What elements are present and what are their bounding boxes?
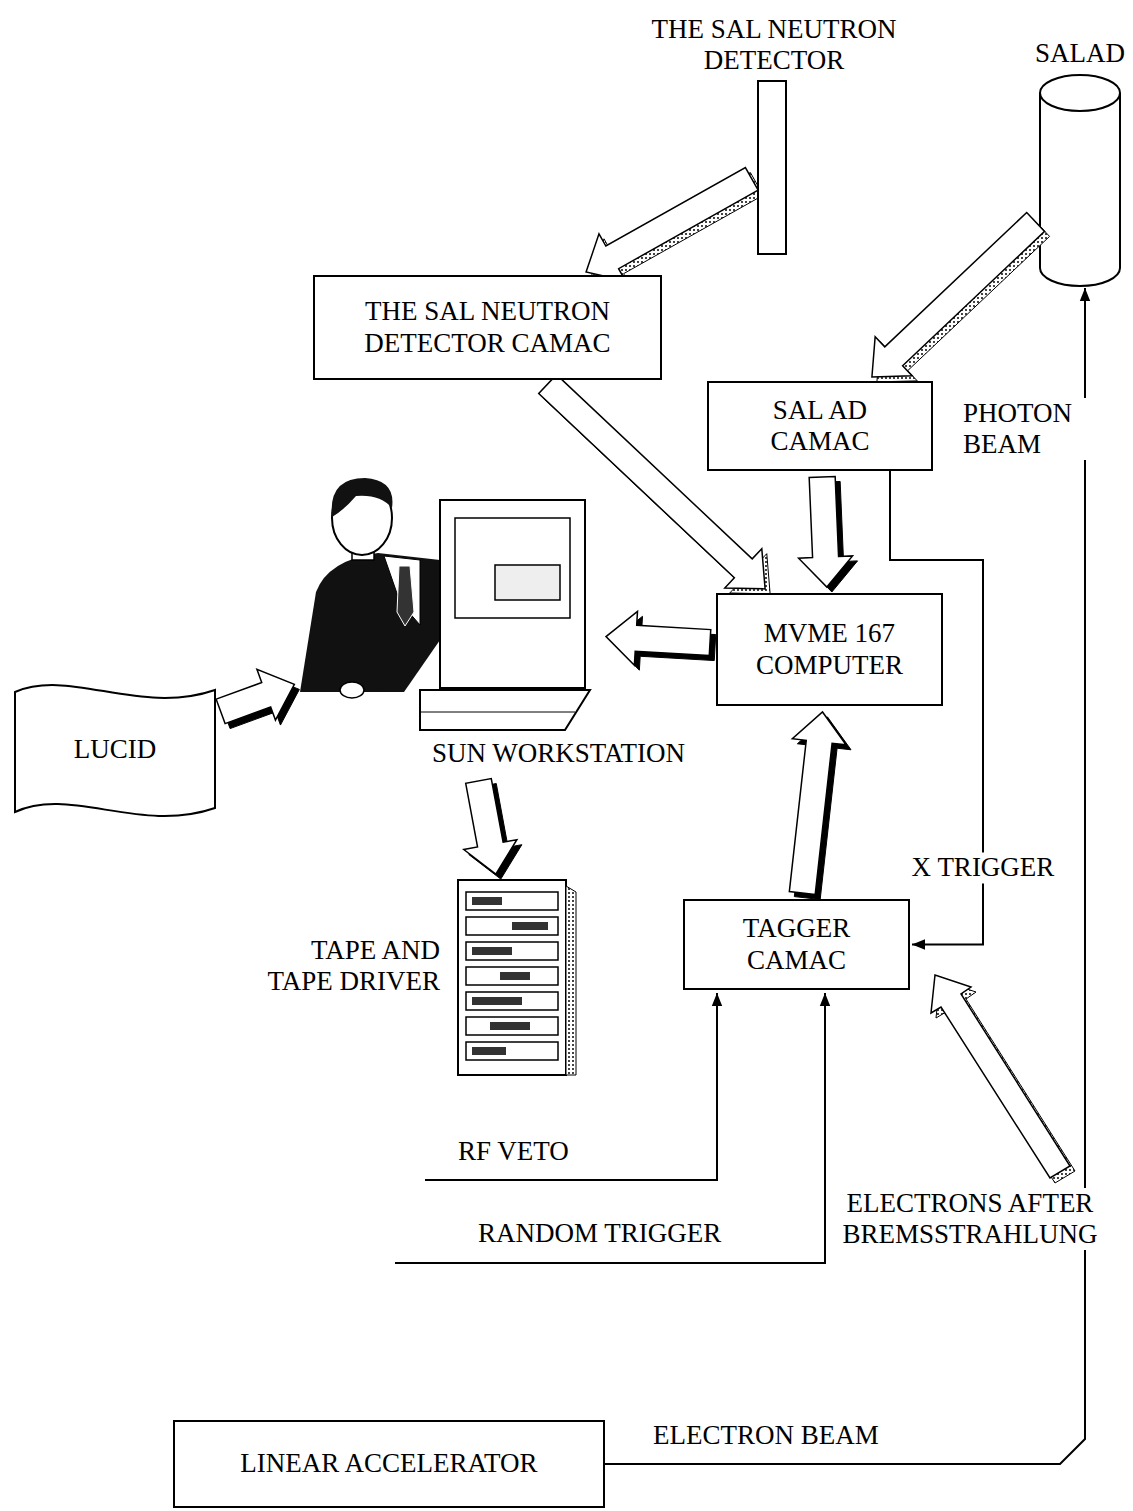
rack-shelf [466,917,558,935]
rack-shelf [466,1017,558,1035]
signal-label: PHOTON BEAM [960,398,1086,460]
tape-reel [512,922,548,930]
connector-group [586,168,763,286]
data-flow-arrow [216,669,294,723]
tape-reel [472,897,502,905]
tie [397,566,414,626]
connector-group [872,213,1050,382]
signal-wire [425,993,717,1180]
node-label: MVME 167 COMPUTER [735,618,925,680]
data-flow-arrow [464,779,517,875]
accelerator-box: LINEAR ACCELERATOR [173,1420,605,1508]
connector-group [216,669,299,728]
monitor-case [440,500,585,688]
data-flow-arrow [789,712,846,895]
node-label: SAL AD CAMAC [745,395,895,457]
tape-reel [490,1022,530,1030]
rack-shelf [466,892,558,910]
detector-cylinder: SALAD [1040,75,1120,285]
keyboard-edge [420,712,575,713]
connector-group [789,712,851,900]
camac-box: TAGGER CAMAC [683,899,910,990]
tape-drive: TAPE AND TAPE DRIVER [455,880,575,1075]
arm [322,628,378,690]
node-label: THE SAL NEUTRON DETECTOR CAMAC [328,296,648,358]
drive-slot [495,565,560,600]
connector-group [606,611,716,670]
banner-shape [15,685,215,816]
rack-shelf [466,942,558,960]
node-label: TAPE AND TAPE DRIVER [240,935,440,997]
workstation: SUN WORKSTATION [300,480,600,775]
connector-group [464,779,522,880]
camac-box: SAL AD CAMAC [707,381,933,471]
cylinder-detector [1040,75,1120,286]
edge-label: ELECTRON BEAM [650,1420,882,1451]
node-label: TAGGER CAMAC [722,913,872,975]
rack-side [566,886,576,1075]
node-label: LINEAR ACCELERATOR [240,1448,537,1479]
tape-reel [472,1047,506,1055]
tape-reel [500,972,530,980]
connector-group [605,288,1085,1464]
monitor-screen [455,518,570,618]
rack-case [458,880,566,1075]
signal-label: RANDOM TRIGGER [475,1218,724,1249]
data-flow-arrow [586,168,758,281]
keyboard [420,690,590,730]
signal-wire [395,993,825,1263]
data-flow-arrow [606,611,711,665]
tape-reel [472,997,522,1005]
tape-rack [458,880,576,1075]
signal-label: RF VETO [455,1136,572,1167]
hair [332,478,393,517]
signal-line [605,288,1085,1464]
data-flow-arrow [872,213,1045,377]
rack-shelf [466,967,558,985]
edge-label: X TRIGGER [909,852,1058,883]
software-banner: LUCID [15,680,215,820]
shirt [384,556,420,625]
node-label: LUCID [74,734,157,765]
node-label: SALAD [1030,38,1130,69]
tape-reel [472,947,512,955]
operator-figure [300,478,440,698]
rack-shelf [466,992,558,1010]
computer-monitor [420,500,590,730]
node-label: THE SAL NEUTRON DETECTOR [629,14,919,76]
hand [340,682,364,698]
data-flow-arrow [799,476,853,587]
cylinder-body [1040,93,1120,286]
arrow-body [931,975,1070,1178]
rack-shelf [466,1042,558,1060]
camac-box: THE SAL NEUTRON DETECTOR CAMAC [313,275,662,380]
cylinder-top [1040,75,1120,111]
detector-bar: THE SAL NEUTRON DETECTOR [757,80,787,255]
connector-group [799,476,858,592]
suit [300,553,440,692]
signal-label: ELECTRONS AFTER BREMSSTRAHLUNG [836,1188,1104,1250]
node-label: SUN WORKSTATION [432,738,685,769]
electron-arrow [931,975,1075,1183]
computer-box: MVME 167 COMPUTER [716,593,943,706]
